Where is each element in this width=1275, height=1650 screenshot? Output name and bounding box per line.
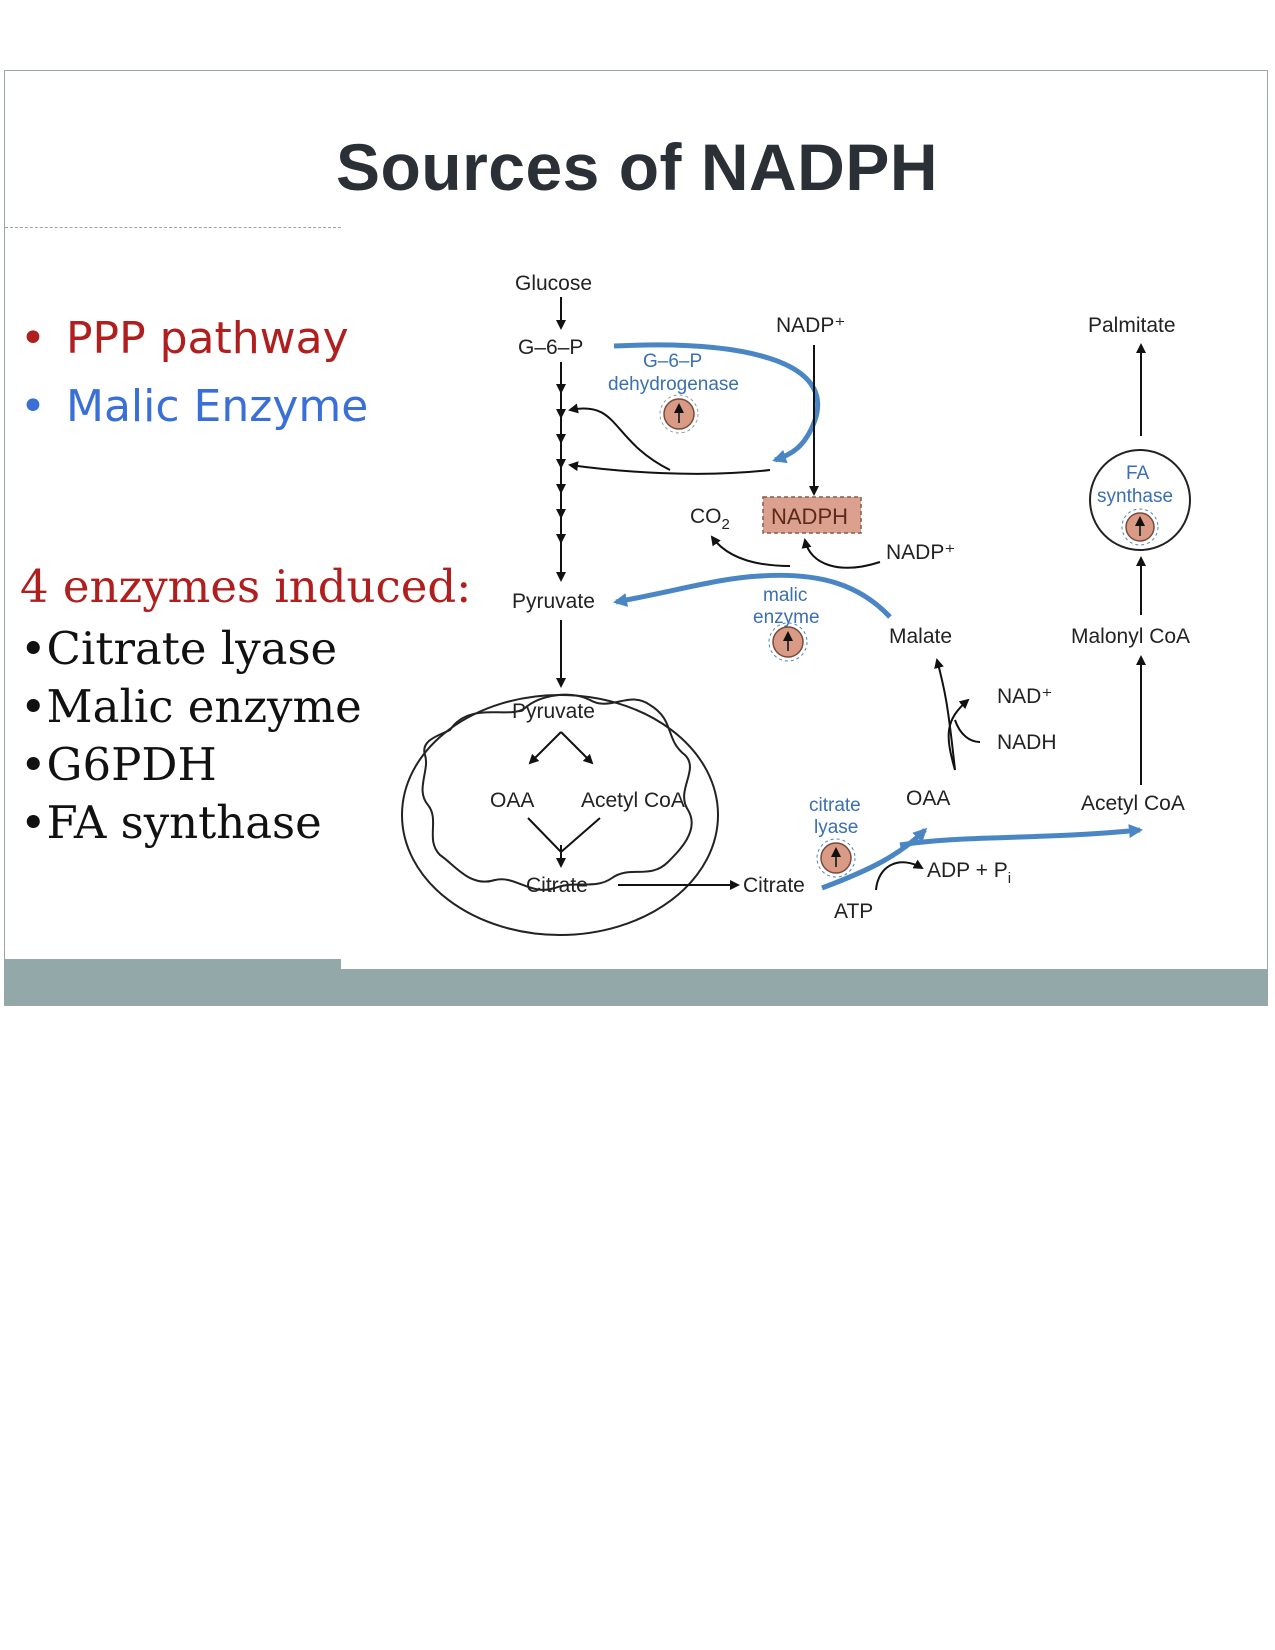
- malate-label: Malate: [889, 625, 952, 648]
- enzymes-heading: 4 enzymes induced:: [20, 560, 472, 613]
- bullet-malic-text: Malic Enzyme: [66, 381, 369, 432]
- g6pdh-label-line2: dehydrogenase: [608, 374, 739, 395]
- arrow-pyruvate-oaa: [528, 731, 562, 765]
- g6pdh-label-line1: G–6–P: [643, 351, 702, 372]
- enzyme-item: •G6PDH: [20, 738, 217, 791]
- ppp-return-arrow-2: [568, 461, 771, 475]
- co2-subscript: 2: [722, 516, 730, 533]
- bullet-malic: • Malic Enzyme: [20, 373, 368, 441]
- enzymes-list: •Citrate lyase •Malic enzyme •G6PDH •FA …: [20, 620, 362, 852]
- arrow-pyruvate-acetyl: [560, 731, 594, 765]
- citrate-lyase-induced-badge: [816, 838, 856, 878]
- mitochondrion-inner-membrane: [421, 693, 693, 891]
- adp-subscript: i: [1008, 870, 1011, 887]
- nadh-branch: [954, 719, 981, 743]
- arrow-to-co2: [710, 535, 791, 567]
- fa-synthase-induced-badge: [1121, 508, 1159, 546]
- adp-label: ADP + Pi: [927, 859, 1011, 887]
- pyruvate-cytosol-label: Pyruvate: [512, 590, 595, 613]
- citrate-cytosol-label: Citrate: [743, 874, 805, 897]
- co2-text: CO: [690, 505, 722, 528]
- malic-label-line2: enzyme: [753, 607, 820, 628]
- malic-label-line1: malic: [763, 585, 807, 606]
- pyruvate-mito-label: Pyruvate: [512, 700, 595, 723]
- title-divider: [5, 227, 341, 228]
- arrow-nad-plus: [947, 698, 970, 771]
- footer-band-notch: [5, 959, 341, 971]
- arrow-oaa-to-malate: [934, 658, 956, 771]
- citrate-lyase-label-line2: lyase: [814, 817, 858, 838]
- nadph-label: NADPH: [771, 504, 848, 529]
- glucose-label: Glucose: [515, 272, 592, 295]
- bullet-ppp: • PPP pathway: [20, 305, 368, 373]
- nadph-box: [762, 496, 862, 534]
- citrate-lyase-arrow-acetyl: [899, 824, 1143, 848]
- bullet-marker: •: [20, 381, 46, 432]
- atp-label: ATP: [834, 900, 873, 923]
- palmitate-label: Palmitate: [1088, 314, 1176, 337]
- arrow-nadp-to-nadph-malic: [801, 538, 881, 569]
- pathway-bullets: • PPP pathway • Malic Enzyme: [20, 305, 368, 441]
- citrate-mito-label: Citrate: [526, 874, 588, 897]
- adp-text: ADP + P: [927, 859, 1008, 882]
- fa-synthase-label-line2: synthase: [1097, 486, 1173, 507]
- citrate-lyase-arrow-oaa: [821, 827, 928, 891]
- malonyl-coa-label: Malonyl CoA: [1071, 625, 1190, 648]
- g6p-label: G–6–P: [518, 336, 583, 359]
- nadp-mid-label: NADP⁺: [886, 541, 955, 564]
- co2-label: CO2: [690, 505, 730, 533]
- g6pdh-induced-badge: [659, 394, 699, 434]
- enzyme-item: •Citrate lyase: [20, 622, 338, 675]
- bullet-marker: •: [20, 313, 46, 364]
- nadh-label: NADH: [997, 731, 1057, 754]
- bullet-ppp-text: PPP pathway: [66, 313, 349, 364]
- enzyme-item: •FA synthase: [20, 796, 322, 849]
- malic-enzyme-induced-badge: [768, 622, 808, 662]
- enzyme-item: •Malic enzyme: [20, 680, 362, 733]
- acetyl-mito-label: Acetyl CoA: [581, 789, 685, 812]
- nad-plus-label: NAD⁺: [997, 685, 1052, 708]
- ppp-return-arrow-1: [568, 403, 671, 471]
- nadp-top-label: NADP⁺: [776, 314, 845, 337]
- arrow-atp-adp: [875, 859, 924, 891]
- fa-synthase-circle: [1089, 449, 1191, 551]
- citrate-lyase-label-line1: citrate: [809, 795, 861, 816]
- fa-synthase-label-line1: FA: [1126, 463, 1150, 484]
- acetyl-coa-cytosol-label: Acetyl CoA: [1081, 792, 1185, 815]
- oaa-cytosol-label: OAA: [906, 787, 950, 810]
- footer-band: [5, 969, 1267, 1005]
- oaa-mito-label: OAA: [490, 789, 534, 812]
- nadph-pathway-diagram: Glucose G–6–P G–6–P dehydrogenase NADP⁺ …: [401, 272, 1191, 936]
- slide-title: Sources of NADPH: [335, 130, 939, 204]
- malic-enzyme-arrow: [613, 572, 892, 619]
